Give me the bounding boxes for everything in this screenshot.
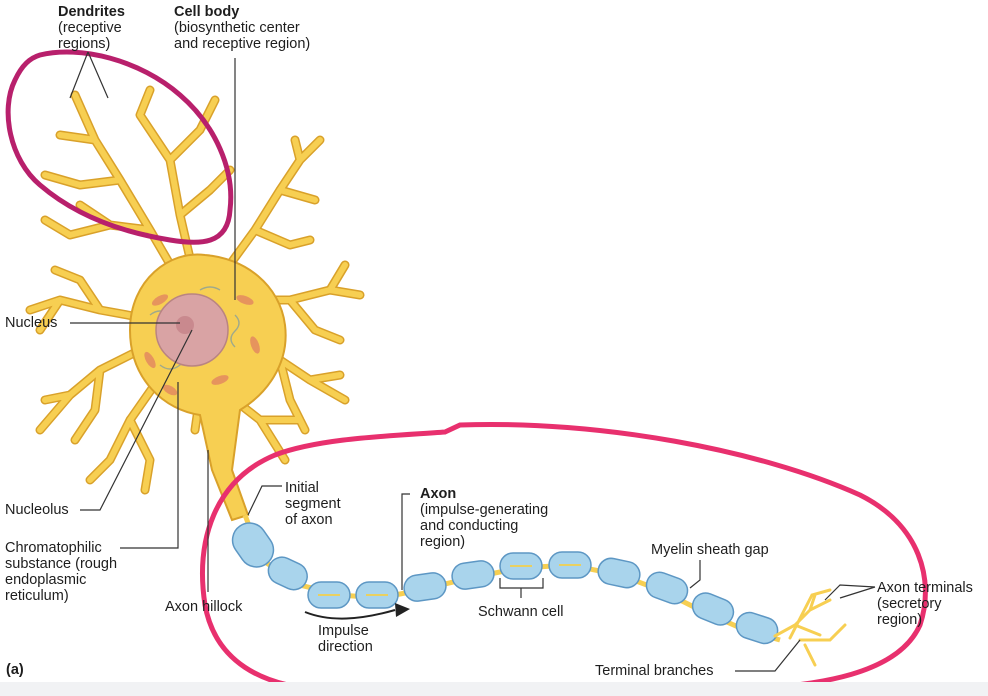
chromatophilic-label: Chromatophilic substance (rough endoplas… bbox=[5, 540, 118, 604]
terminal-branches-label: Terminal branches bbox=[595, 663, 714, 679]
nucleus-label: Nucleus bbox=[5, 315, 58, 331]
panel-label: (a) bbox=[6, 662, 24, 678]
cell-body-label: Cell body (biosynthetic center and recep… bbox=[174, 4, 310, 52]
rough-er-organelles bbox=[144, 294, 260, 396]
myelin-gap-label: Myelin sheath gap bbox=[651, 542, 769, 558]
impulse-arrowhead bbox=[395, 603, 410, 617]
axon-title: Axon bbox=[420, 486, 457, 502]
axon-terminals-label: Axon terminals (secretory region) bbox=[877, 580, 973, 628]
footer-bar bbox=[0, 682, 988, 696]
impulse-direction-label: Impulse direction bbox=[318, 623, 373, 655]
dendrites-highlight-loop bbox=[5, 49, 234, 245]
terminal-branches-shape bbox=[773, 588, 847, 667]
dendrites-label: Dendrites (receptive regions) bbox=[58, 4, 125, 52]
cell-body-title: Cell body bbox=[174, 4, 240, 20]
leader-lines bbox=[69, 51, 876, 672]
initial-segment-label: Initial segment of axon bbox=[285, 480, 341, 528]
dendrites bbox=[25, 85, 365, 495]
cell-body-line2: and receptive region) bbox=[174, 36, 311, 52]
nucleolus-shape bbox=[176, 316, 194, 334]
dendrites-title: Dendrites bbox=[58, 4, 125, 20]
nucleolus-label: Nucleolus bbox=[5, 502, 69, 518]
axon-hillock-label: Axon hillock bbox=[165, 599, 243, 615]
dendrites-line2: regions) bbox=[58, 36, 111, 52]
impulse-direction-arrow bbox=[304, 609, 396, 620]
schwann-cell-label: Schwann cell bbox=[478, 604, 564, 620]
myelin-highlights bbox=[318, 564, 581, 596]
dendrites-line1: (receptive bbox=[58, 20, 122, 36]
cell-body-line1: (biosynthetic center bbox=[174, 20, 300, 36]
axon-label: Axon (impulse-generating and conducting … bbox=[420, 486, 549, 550]
